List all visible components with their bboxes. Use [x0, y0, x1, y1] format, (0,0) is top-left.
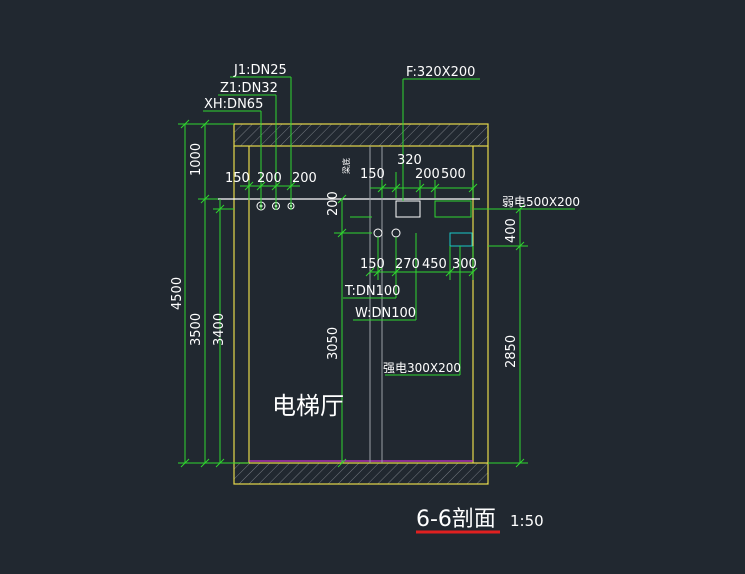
label-t: T:DN100 [344, 284, 400, 299]
tray-weak-rect [434, 200, 472, 218]
pipe-t-icon [373, 228, 383, 238]
section-scale: 1:50 [510, 512, 544, 530]
dim-200-a: 200 [257, 171, 282, 186]
room-label: 电梯厅 [272, 392, 344, 420]
section-title: 6-6剖面 [416, 507, 496, 532]
dim-2850: 2850 [504, 335, 519, 368]
pipe-w-icon [391, 228, 401, 238]
dim-150-left: 150 [225, 171, 250, 186]
dim-450: 450 [422, 257, 447, 272]
dim-400: 400 [504, 218, 519, 243]
tray-strong-rect [449, 232, 473, 247]
dim-150-mid: 150 [360, 167, 385, 182]
dim-1000: 1000 [189, 143, 204, 176]
bottom-slab [233, 462, 489, 485]
dim-150-low: 150 [360, 257, 385, 272]
dim-270: 270 [395, 257, 420, 272]
dim-320: 320 [397, 153, 422, 168]
duct-f-rect [395, 200, 421, 218]
dim-300: 300 [452, 257, 477, 272]
dimension-lines [178, 76, 575, 468]
label-j1: J1:DN25 [233, 63, 287, 78]
label-xh: XH:DN65 [204, 97, 263, 112]
label-z1: Z1:DN32 [220, 81, 278, 96]
label-w: W:DN100 [355, 306, 416, 321]
dim-3500: 3500 [189, 313, 204, 346]
dim-500: 500 [441, 167, 466, 182]
top-slab [233, 123, 489, 147]
dim-3050: 3050 [326, 327, 341, 360]
label-small-vertical: 梁底 [341, 158, 351, 174]
dim-4500: 4500 [170, 277, 185, 310]
label-strong: 强电300X200 [383, 361, 461, 375]
label-f: F:320X200 [406, 65, 475, 80]
dim-200-b: 200 [292, 171, 317, 186]
dim-200-c: 200 [415, 167, 440, 182]
label-weak: 弱电500X200 [502, 195, 580, 209]
dim-200-vertical: 200 [326, 191, 341, 216]
dim-3400: 3400 [212, 313, 227, 346]
